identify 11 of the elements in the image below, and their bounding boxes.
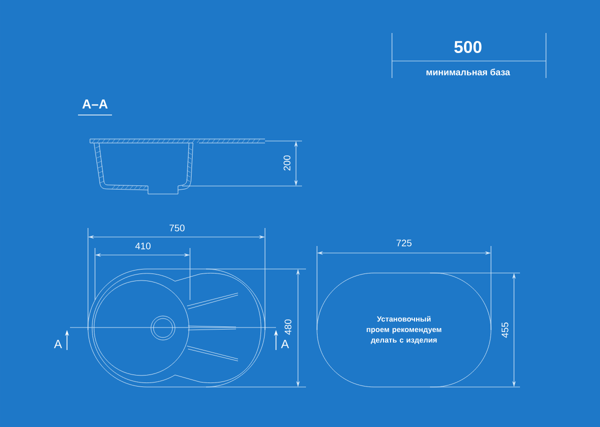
dimension-value: 500 [454, 40, 482, 54]
dimension-value: 455 [502, 322, 508, 338]
dimension-value: 725 [396, 240, 412, 246]
section-letter: А [281, 340, 289, 348]
section-letter: А [54, 340, 62, 348]
dimension-value: 200 [284, 155, 290, 170]
section-label: А–А [82, 100, 108, 108]
dimension-value: 480 [284, 319, 292, 335]
dimension-value: 410 [135, 242, 151, 250]
caption: минимальная база [426, 68, 510, 76]
dimension-value: 750 [170, 224, 185, 232]
